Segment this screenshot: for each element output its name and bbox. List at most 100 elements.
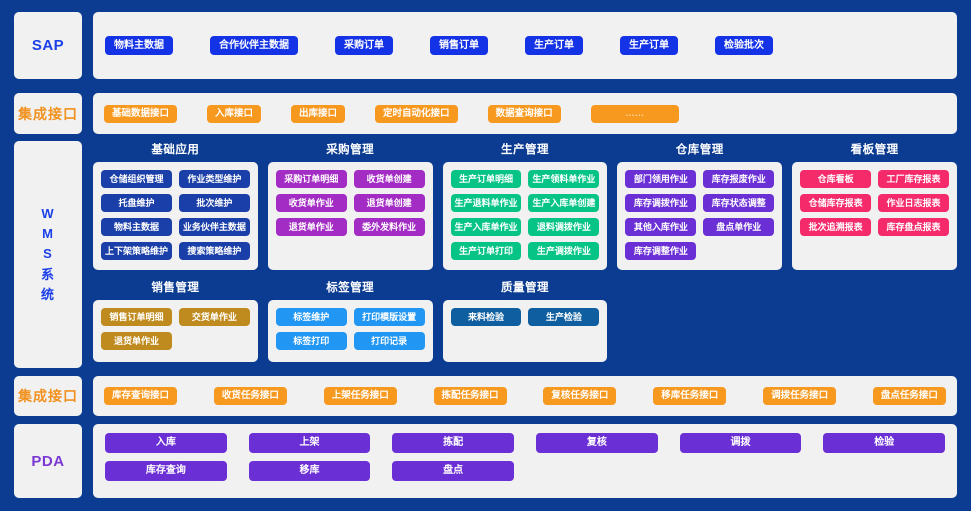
wms-group-仓库管理: 仓库管理部门领用作业库存报废作业库存调拨作业库存状态调整其他入库作业盘点单作业库… (617, 141, 783, 270)
wms-tile-2-0[interactable]: 来料检验 (450, 308, 522, 326)
pda-button-复核[interactable]: 复核 (536, 433, 658, 453)
wms-tile-0-2[interactable]: 托盘维护 (101, 194, 172, 212)
wms-tile-3-1[interactable]: 库存报废作业 (703, 170, 775, 188)
integration-bottom-button-7[interactable]: 盘点任务接口 (872, 387, 946, 405)
wms-tile-1-0[interactable]: 采购订单明细 (275, 170, 347, 188)
wms-tile-2-1[interactable]: 生产领料单作业 (528, 170, 600, 188)
sap-button-3[interactable]: 销售订单 (430, 36, 488, 55)
pda-button-检验[interactable]: 检验 (823, 433, 946, 453)
rail-char-4: 统 (40, 286, 55, 302)
integration-top-button-3[interactable]: 定时自动化接口 (375, 104, 458, 123)
integration-bottom-button-0[interactable]: 库存查询接口 (104, 387, 178, 405)
pda-spacer-4 (680, 461, 802, 481)
integration-bottom-button-4[interactable]: 复核任务接口 (543, 387, 617, 405)
wms-tile-4-5[interactable]: 库存盘点报表 (878, 218, 949, 236)
sap-panel: 物料主数据 合作伙伴主数据 采购订单 销售订单 生产订单 生产订单 检验批次 (93, 12, 957, 79)
wms-group-box-1: 采购订单明细收货单创建收货单作业退货单创建退货单作业委外发料作业 (267, 162, 433, 270)
pda-button-row-1: 入库 上架 拣配 复核 调拨 检验 (105, 433, 946, 453)
integration-top-panel: 基础数据接口 入库接口 出库接口 定时自动化接口 数据查询接口 …… (93, 93, 957, 134)
sap-button-6[interactable]: 检验批次 (715, 36, 773, 55)
sap-button-1[interactable]: 合作伙伴主数据 (210, 36, 298, 55)
wms-tile-3-5[interactable]: 盘点单作业 (703, 218, 775, 236)
wms-group-销售管理: 销售管理销售订单明细交货单作业退货单作业 (93, 279, 258, 362)
wms-group-质量管理: 质量管理来料检验生产检验 (442, 279, 608, 362)
rail-char-1: M (42, 226, 54, 242)
integration-top-button-5[interactable]: …… (590, 104, 679, 123)
wms-tile-2-5[interactable]: 退料调拨作业 (528, 218, 600, 236)
pda-button-盘点[interactable]: 盘点 (392, 461, 515, 481)
integration-top-button-0[interactable]: 基础数据接口 (104, 104, 178, 123)
wms-tile-4-0[interactable]: 仓库看板 (800, 170, 872, 188)
wms-tile-1-1[interactable]: 打印模版设置 (353, 308, 425, 326)
wms-tile-3-2[interactable]: 库存调拨作业 (625, 194, 697, 212)
rail-label-integration-bottom: 集成接口 (14, 376, 82, 416)
integration-bottom-button-6[interactable]: 调拨任务接口 (763, 387, 837, 405)
sap-button-0[interactable]: 物料主数据 (105, 36, 173, 55)
wms-group-box-1: 标签维护打印模版设置标签打印打印记录 (267, 300, 433, 362)
sap-button-5[interactable]: 生产订单 (620, 36, 678, 55)
wms-tile-0-2[interactable]: 退货单作业 (101, 332, 172, 350)
pda-button-上架[interactable]: 上架 (248, 433, 371, 453)
integration-top-button-1[interactable]: 入库接口 (207, 104, 262, 123)
wms-tile-3-0[interactable]: 部门领用作业 (625, 170, 697, 188)
wms-tile-2-6[interactable]: 生产订单打印 (450, 242, 522, 260)
wms-tile-0-7[interactable]: 搜索策略维护 (178, 242, 250, 260)
wms-tile-2-7[interactable]: 生产调拨作业 (528, 242, 600, 260)
integration-top-button-2[interactable]: 出库接口 (291, 104, 346, 123)
integration-bottom-button-5[interactable]: 移库任务接口 (653, 387, 727, 405)
integration-bottom-button-2[interactable]: 上架任务接口 (323, 387, 397, 405)
sap-button-4[interactable]: 生产订单 (525, 36, 583, 55)
pda-button-拣配[interactable]: 拣配 (392, 433, 515, 453)
sap-row: SAP 物料主数据合作伙伴主数据采购订单销售订单生产订单生产订单检验批次 (14, 12, 957, 79)
wms-group-title-2: 生产管理 (500, 144, 549, 156)
wms-tile-2-2[interactable]: 生产退料单作业 (450, 194, 522, 212)
wms-tile-3-6[interactable]: 库存调整作业 (625, 242, 697, 260)
wms-tile-1-2[interactable]: 标签打印 (275, 332, 347, 350)
wms-tile-2-1[interactable]: 生产检验 (528, 308, 600, 326)
wms-tile-1-5[interactable]: 委外发料作业 (353, 218, 425, 236)
integration-top-button-4[interactable]: 数据查询接口 (487, 104, 561, 123)
integration-bottom-button-1[interactable]: 收货任务接口 (213, 387, 287, 405)
rail-char-3: 系 (40, 266, 55, 282)
wms-tile-4-4[interactable]: 批次追溯报表 (800, 218, 872, 236)
sap-button-2[interactable]: 采购订单 (335, 36, 393, 55)
integration-bottom-button-3[interactable]: 拣配任务接口 (433, 387, 507, 405)
wms-tile-4-3[interactable]: 作业日志报表 (878, 194, 949, 212)
wms-group-标签管理: 标签管理标签维护打印模版设置标签打印打印记录 (267, 279, 433, 362)
rail-label-integration-top: 集成接口 (14, 93, 82, 134)
wms-tile-0-5[interactable]: 业务伙伴主数据 (178, 218, 250, 236)
wms-tile-0-1[interactable]: 作业类型维护 (178, 170, 250, 188)
wms-group-box-0: 仓储组织管理作业类型维护托盘维护批次维护物料主数据业务伙伴主数据上下架策略维护搜… (93, 162, 258, 270)
wms-group-box-4: 仓库看板工厂库存报表仓储库存报表作业日志报表批次追溯报表库存盘点报表 (792, 162, 957, 270)
wms-group-title-0: 销售管理 (151, 282, 200, 294)
wms-tile-0-1[interactable]: 交货单作业 (178, 308, 250, 326)
wms-tile-2-0[interactable]: 生产订单明细 (450, 170, 522, 188)
wms-group-title-4: 看板管理 (850, 144, 899, 156)
pda-button-移库[interactable]: 移库 (248, 461, 371, 481)
wms-tile-0-3[interactable]: 批次维护 (178, 194, 250, 212)
wms-tile-3-3[interactable]: 库存状态调整 (703, 194, 775, 212)
wms-tile-1-4[interactable]: 退货单作业 (275, 218, 347, 236)
wms-tile-1-0[interactable]: 标签维护 (275, 308, 347, 326)
wms-group-生产管理: 生产管理生产订单明细生产领料单作业生产退料单作业生产入库单创建生产入库单作业退料… (442, 141, 608, 270)
wms-tile-1-3[interactable]: 退货单创建 (353, 194, 425, 212)
wms-group-row-2: 销售管理销售订单明细交货单作业退货单作业标签管理标签维护打印模版设置标签打印打印… (93, 279, 957, 362)
pda-button-库存查询[interactable]: 库存查询 (105, 461, 227, 481)
wms-tile-1-3[interactable]: 打印记录 (353, 332, 425, 350)
wms-tile-3-4[interactable]: 其他入库作业 (625, 218, 697, 236)
wms-tile-2-4[interactable]: 生产入库单作业 (450, 218, 522, 236)
pda-spacer-3 (536, 461, 658, 481)
wms-tile-2-3[interactable]: 生产入库单创建 (528, 194, 600, 212)
wms-group-box-3: 部门领用作业库存报废作业库存调拨作业库存状态调整其他入库作业盘点单作业库存调整作… (617, 162, 783, 270)
wms-tile-1-2[interactable]: 收货单作业 (275, 194, 347, 212)
wms-tile-0-6[interactable]: 上下架策略维护 (101, 242, 172, 260)
wms-tile-4-1[interactable]: 工厂库存报表 (878, 170, 949, 188)
wms-tile-0-4[interactable]: 物料主数据 (101, 218, 172, 236)
pda-button-入库[interactable]: 入库 (105, 433, 227, 453)
wms-tile-0-0[interactable]: 仓储组织管理 (101, 170, 172, 188)
pda-button-调拨[interactable]: 调拨 (679, 433, 802, 453)
wms-tile-1-1[interactable]: 收货单创建 (353, 170, 425, 188)
wms-tile-4-2[interactable]: 仓储库存报表 (800, 194, 872, 212)
wms-tile-0-0[interactable]: 销售订单明细 (101, 308, 172, 326)
